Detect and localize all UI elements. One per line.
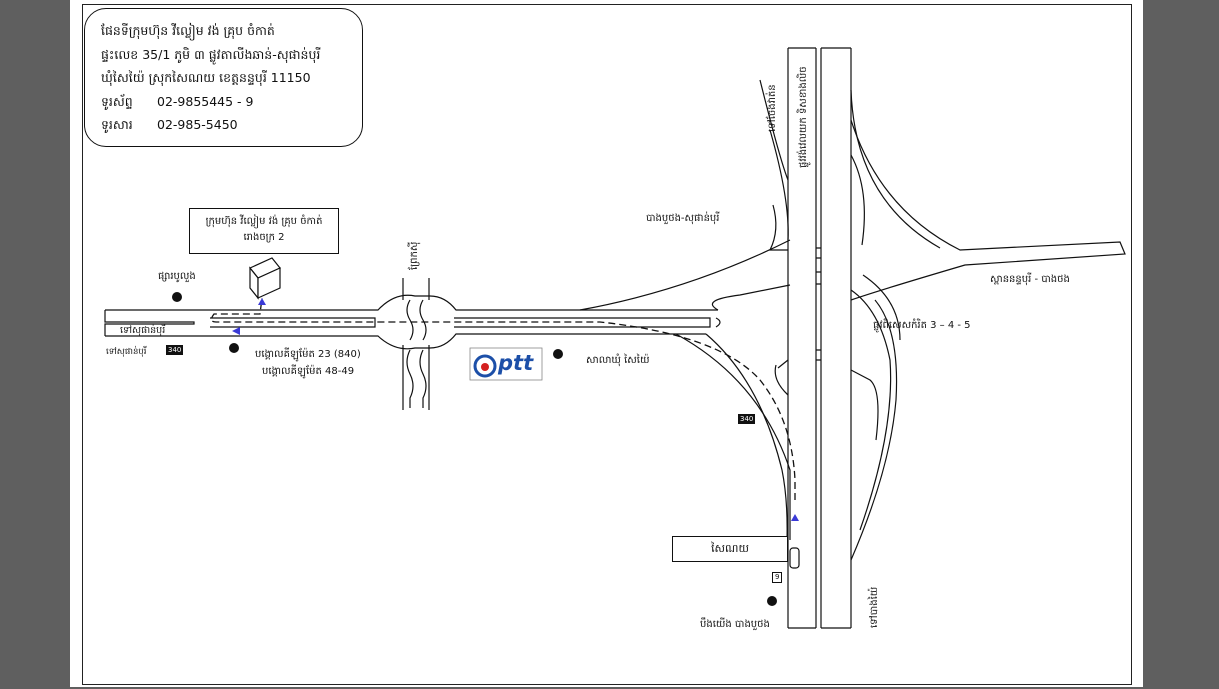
phone-label: ទូរស័ព្ទ bbox=[101, 93, 133, 109]
arrow-bottom bbox=[791, 514, 799, 521]
address-line-1: ផ្ទះលេខ 35/1 ភូមិ ៣ ផ្លូវតាលីងឆាន់-សុផាន… bbox=[101, 46, 321, 62]
main-road-bottom-edge bbox=[105, 333, 706, 350]
to-suphan-road-label: ទៅសុផាន់បុរី bbox=[120, 325, 166, 336]
map-frame bbox=[82, 4, 1132, 685]
sainoi-label: សៃណយ bbox=[711, 542, 749, 555]
ptt-logo bbox=[469, 347, 543, 381]
car-icon bbox=[789, 547, 800, 569]
badge-9: 9 bbox=[772, 572, 783, 583]
route-badge-left: 340 bbox=[166, 345, 184, 355]
sainoi-box: សៃណយ bbox=[672, 536, 788, 562]
main-road-top-edge bbox=[105, 294, 718, 311]
canal-label: ព្រែកស៊ី bbox=[409, 241, 420, 270]
to-bang-yai-label: ទៅបាងយ៉ៃ bbox=[869, 586, 880, 628]
bangbuathong-suphan-label: បាងបួថង-សុផាន់បុរី bbox=[646, 213, 720, 224]
market-label: ផ្សារបូលួង bbox=[158, 271, 196, 282]
to-suphan-label: ទៅសុផាន់បុរី bbox=[106, 347, 147, 357]
company-box-line-2: រោងចក្រ 2 bbox=[243, 232, 285, 243]
address-title: ផែនទីក្រុមហ៊ុន វីល្លៀម វង់ គ្រុប ចំកាត់ bbox=[101, 23, 275, 38]
route-dashed bbox=[210, 297, 796, 500]
bueng-dot bbox=[767, 596, 777, 606]
arrow-left bbox=[232, 327, 240, 335]
nonthaburi-bang-label: ស្ពាននន្ទបុរី - បាងថង bbox=[990, 274, 1070, 285]
company-box: ក្រុមហ៊ុន វីល្លៀម វង់ គ្រុប ចំកាត់ រោងចក… bbox=[189, 208, 339, 254]
route-badge-mid: 340 bbox=[738, 414, 756, 424]
address-box: ផែនទីក្រុមហ៊ុន វីល្លៀម វង់ គ្រុប ចំកាត់ … bbox=[84, 8, 363, 147]
arrow-company bbox=[258, 298, 266, 305]
km-dot bbox=[229, 343, 239, 353]
ramp-lower bbox=[705, 333, 788, 541]
canal-left bbox=[406, 299, 414, 408]
special-road-label: ផ្លូវពិសេសកំរិត 3 – 4 - 5 bbox=[873, 320, 971, 331]
phone-number: 02-9855445 - 9 bbox=[157, 93, 254, 109]
to-chaeng-label: ទៅចែងវាត់ន bbox=[767, 84, 778, 132]
bueng-bang-label: បឹងយើង បាងបួថង bbox=[700, 619, 770, 630]
address-line-2: ឃុំសៃយ៉ៃ ស្រុកសៃណយ ខេត្តនន្ទបុរី 11150 bbox=[101, 70, 311, 85]
sala-dot bbox=[553, 349, 563, 359]
factory-building-icon bbox=[249, 257, 281, 300]
ramp-upper-2 bbox=[712, 284, 791, 311]
ramp-lower-2 bbox=[675, 333, 791, 540]
sala-label: សាលាឃុំ សៃយ៉ៃ bbox=[586, 355, 650, 366]
fax-number: 02-985-5450 bbox=[157, 117, 238, 132]
market-dot bbox=[172, 292, 182, 302]
outer-ring-label: ផ្លូវវង់វេលយក ទិសខាងលិច bbox=[798, 66, 809, 168]
canal-right bbox=[419, 299, 427, 408]
company-box-line-1: ក្រុមហ៊ុន វីល្លៀម វង់ គ្រុប ចំកាត់ bbox=[205, 216, 323, 227]
ramp-upper bbox=[579, 239, 791, 311]
ptt-label: ptt bbox=[498, 351, 534, 375]
km-48-label: បង្គោលគីឡូម៉ែត 48-49 bbox=[262, 366, 355, 377]
km-23-label: បង្គោលគីឡូម៉ែត 23 (840) bbox=[255, 349, 361, 360]
fax-label: ទូរសារ bbox=[101, 117, 133, 132]
